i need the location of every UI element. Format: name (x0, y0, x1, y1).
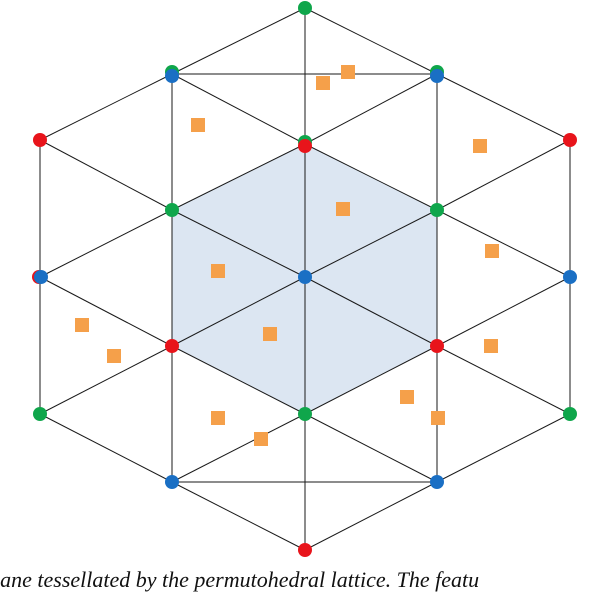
lattice-edge (171, 73, 306, 145)
lattice-edge (39, 276, 173, 347)
feature-point-square-icon (336, 202, 350, 216)
lattice-edge (436, 276, 571, 347)
feature-point-square-icon (75, 318, 89, 332)
lattice-edge (304, 143, 438, 211)
lattice-edges (39, 7, 571, 551)
blue-lattice-point-icon (34, 270, 48, 284)
red-lattice-point-icon (298, 139, 312, 153)
lattice-edge (304, 413, 438, 483)
lattice-edge (39, 139, 173, 211)
lattice-edge (39, 209, 173, 278)
red-lattice-point-icon (430, 339, 444, 353)
feature-point-square-icon (107, 349, 121, 363)
feature-point-square-icon (341, 65, 355, 79)
feature-point-square-icon (473, 139, 487, 153)
feature-point-square-icon (263, 327, 277, 341)
lattice-edge (171, 143, 306, 211)
lattice-edge (171, 276, 306, 347)
lattice-edge (304, 7, 438, 75)
feature-points (75, 65, 499, 446)
green-lattice-point-icon (430, 203, 444, 217)
figure-caption: lane tessellated by the permutohedral la… (0, 566, 614, 594)
green-lattice-point-icon (165, 203, 179, 217)
lattice-edge (436, 345, 571, 415)
red-lattice-point-icon (165, 339, 179, 353)
lattice-edge (39, 73, 173, 141)
caption-text: lane tessellated by the permutohedral la… (0, 567, 480, 592)
blue-lattice-point-icon (165, 69, 179, 83)
lattice-edge (171, 7, 306, 75)
red-lattice-point-icon (298, 543, 312, 557)
lattice-edge (304, 345, 438, 415)
blue-lattice-point-icon (430, 475, 444, 489)
lattice-edge (436, 139, 571, 211)
feature-point-square-icon (431, 411, 445, 425)
lattice-edge (436, 73, 571, 141)
red-lattice-point-icon (33, 133, 47, 147)
feature-point-square-icon (211, 264, 225, 278)
lattice-edge (171, 345, 306, 415)
feature-point-square-icon (316, 76, 330, 90)
blue-lattice-point-icon (165, 475, 179, 489)
lattice-edge (436, 413, 571, 483)
feature-point-square-icon (191, 118, 205, 132)
lattice-edge (304, 481, 438, 551)
lattice-edge (39, 413, 173, 483)
lattice-edge (304, 209, 438, 278)
feature-point-square-icon (485, 244, 499, 258)
feature-point-square-icon (484, 339, 498, 353)
lattice-edge (304, 73, 438, 145)
green-lattice-point-icon (33, 407, 47, 421)
blue-lattice-point-icon (430, 69, 444, 83)
lattice-edge (436, 209, 571, 278)
green-lattice-point-icon (298, 1, 312, 15)
red-lattice-point-icon (563, 133, 577, 147)
lattice-edge (171, 481, 306, 551)
feature-point-square-icon (254, 432, 268, 446)
lattice-points (32, 1, 577, 557)
feature-point-square-icon (400, 390, 414, 404)
lattice-edge (304, 276, 438, 347)
blue-lattice-point-icon (563, 270, 577, 284)
lattice-edge (171, 209, 306, 278)
green-lattice-point-icon (563, 407, 577, 421)
blue-lattice-point-icon (298, 270, 312, 284)
green-lattice-point-icon (298, 407, 312, 421)
lattice-edge (39, 345, 173, 415)
lattice-edge (171, 413, 306, 483)
feature-point-square-icon (211, 411, 225, 425)
